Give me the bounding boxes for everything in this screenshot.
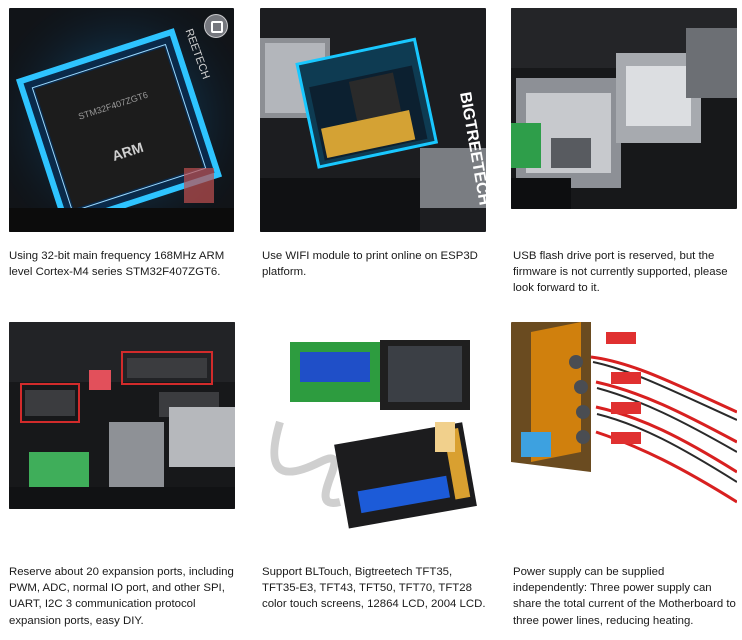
feature-card-wifi: BIGTREETECH Use WIFI module to print onl… [260, 8, 486, 298]
wifi-module-photo[interactable]: BIGTREETECH [260, 8, 486, 232]
cpu-chip-photo[interactable]: ARM STM32F407ZGT6 REETECH [9, 8, 234, 232]
usb-port-photo[interactable] [511, 8, 737, 209]
feature-card-power: Power supply can be supplied independent… [511, 322, 737, 634]
zoom-lens-icon[interactable] [204, 14, 228, 38]
power-supply-photo[interactable] [511, 322, 737, 534]
feature-caption: Using 32-bit main frequency 168MHz ARM l… [9, 250, 225, 279]
feature-caption: Power supply can be supplied independent… [513, 566, 736, 627]
feature-card-expansion: Reserve about 20 expansion ports, includ… [9, 322, 235, 634]
feature-card-cpu: ARM STM32F407ZGT6 REETECH Using 32-bit m… [9, 8, 235, 298]
feature-card-usb: USB flash drive port is reserved, but th… [511, 8, 737, 298]
feature-caption: Support BLTouch, Bigtreetech TFT35, TFT3… [262, 566, 486, 611]
feature-caption: Reserve about 20 expansion ports, includ… [9, 566, 234, 627]
feature-card-screens: Support BLTouch, Bigtreetech TFT35, TFT3… [260, 322, 486, 634]
feature-caption: USB flash drive port is reserved, but th… [513, 250, 728, 295]
touch-screens-photo[interactable] [260, 322, 486, 532]
feature-caption: Use WIFI module to print online on ESP3D… [262, 250, 478, 279]
expansion-ports-photo[interactable] [9, 322, 235, 509]
